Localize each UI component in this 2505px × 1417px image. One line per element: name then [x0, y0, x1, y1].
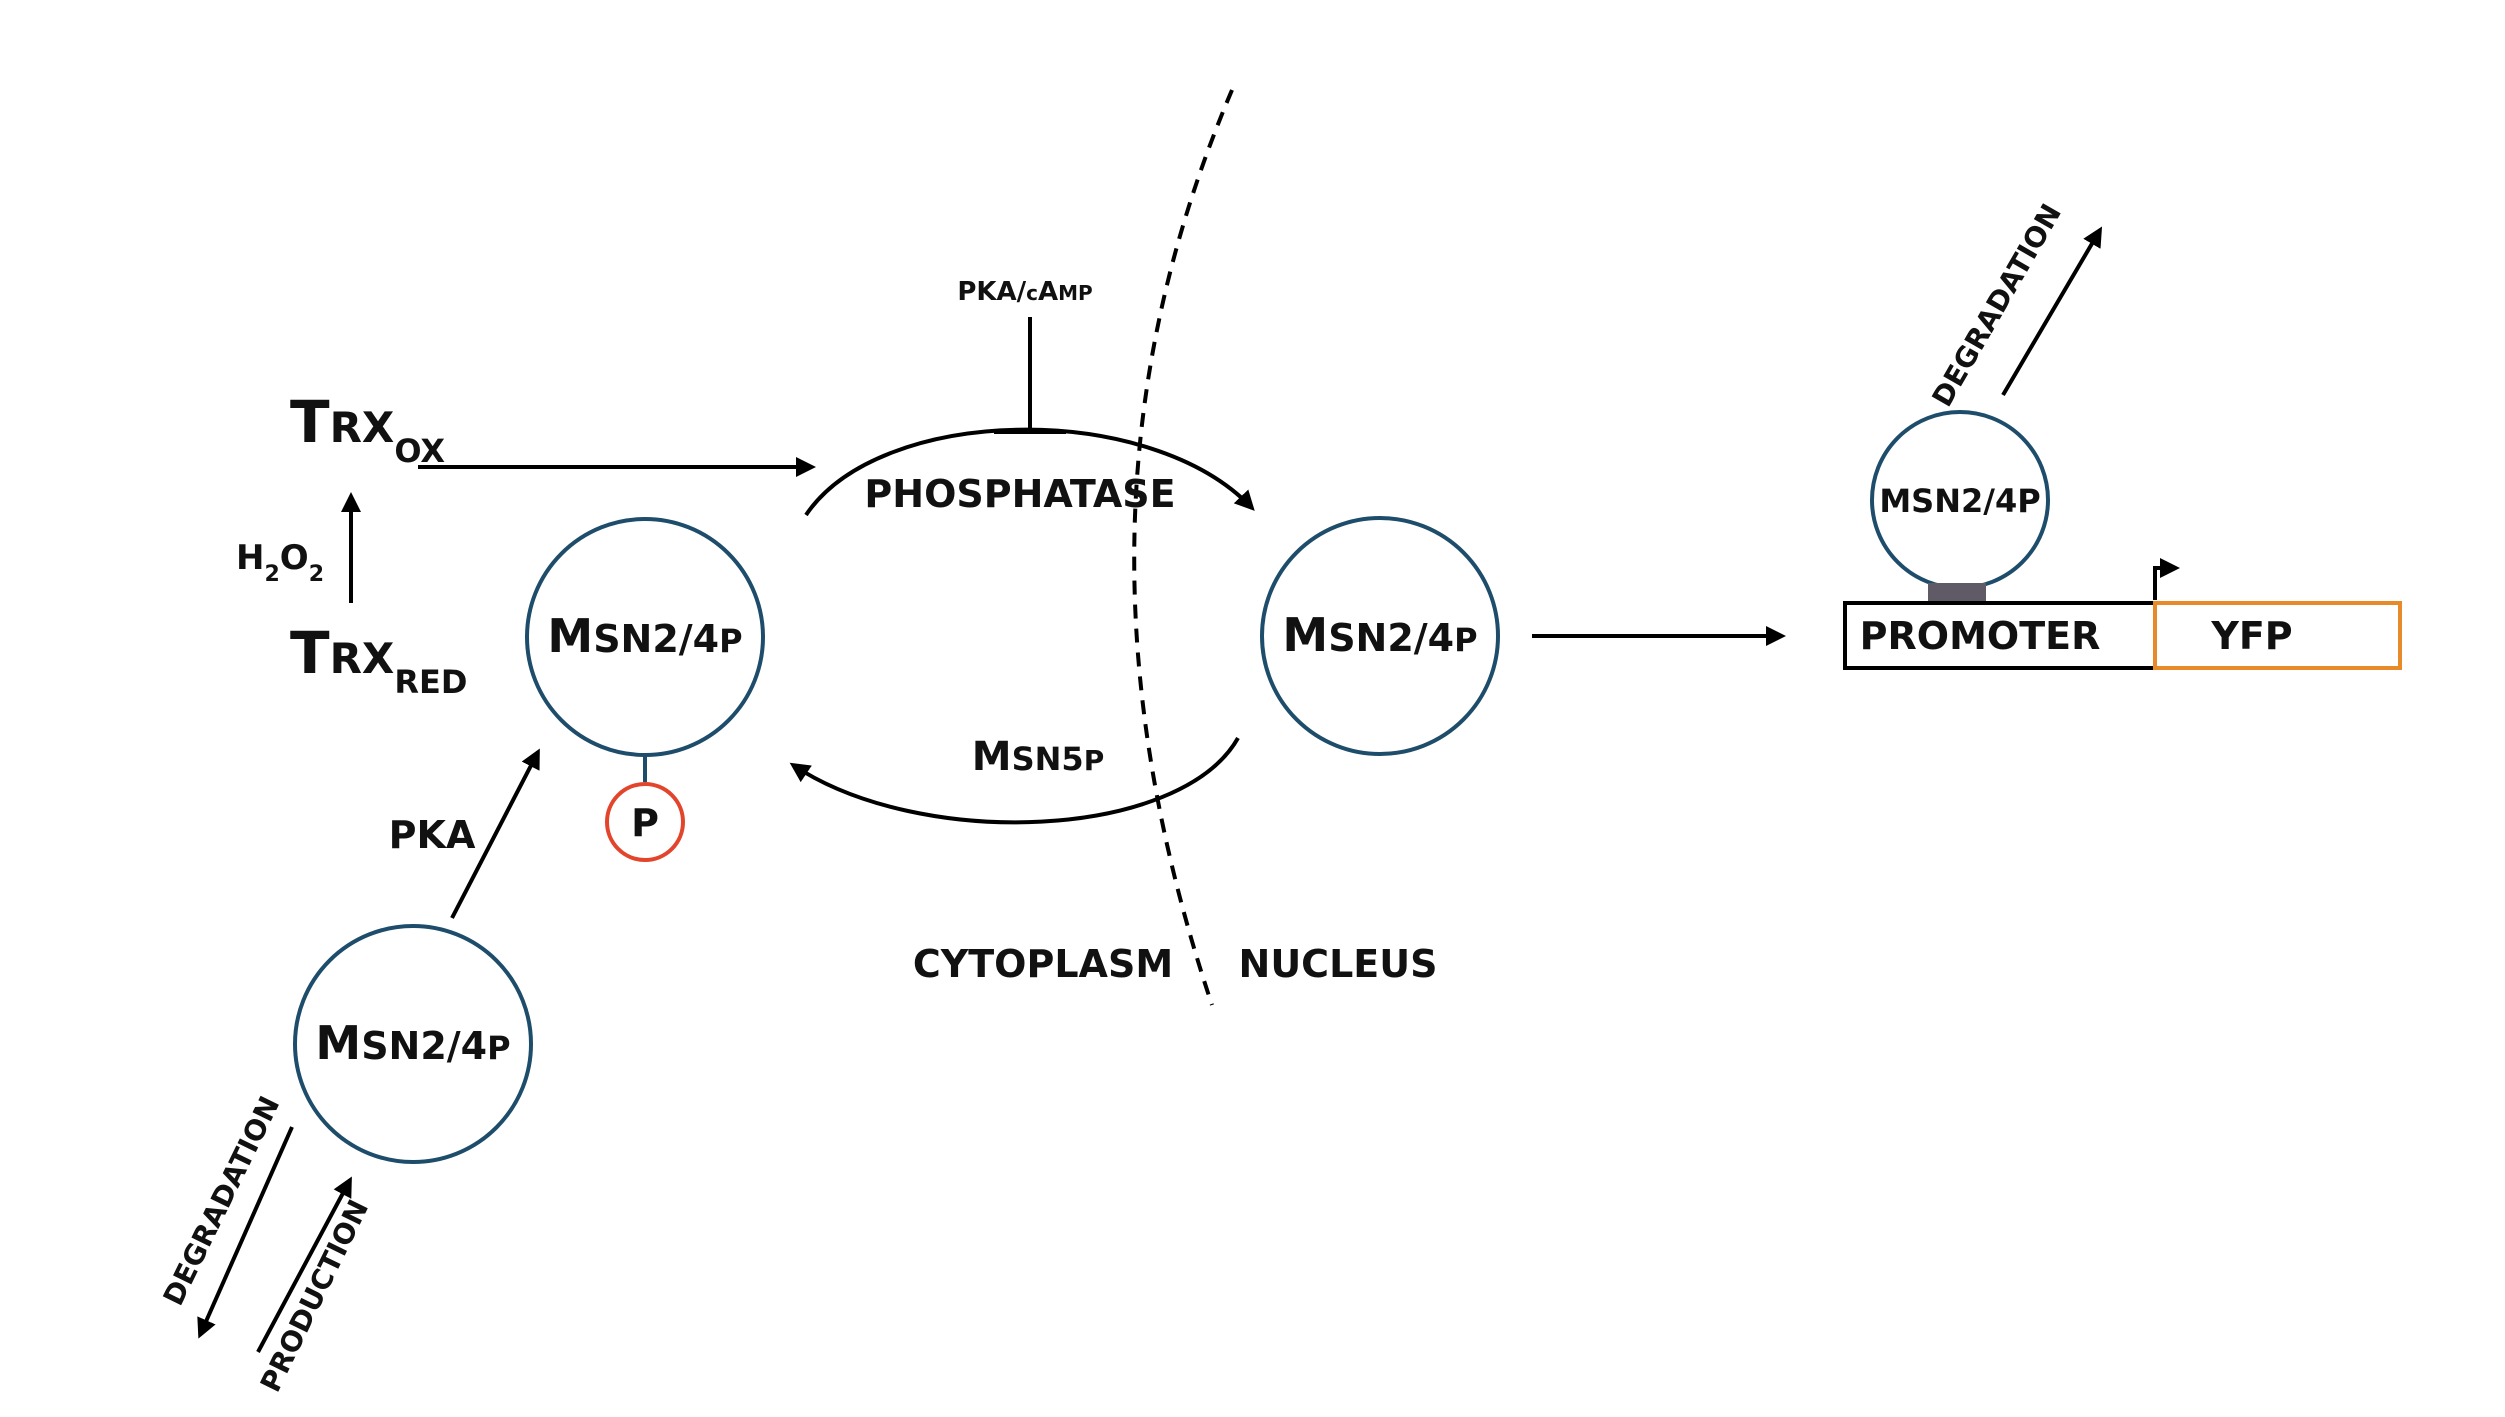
phospho-badge-label: P [631, 801, 659, 845]
phosphatase-label: PHOSPHATASE [864, 472, 1175, 516]
cytoplasm-label: CYTOPLASM [913, 942, 1173, 986]
msn5p-label: MSN5P [972, 734, 1104, 780]
pka-camp-label: PKA/cAMP [957, 277, 1092, 307]
phosphatase-import-arrow [804, 427, 1255, 517]
msn-nucleus-node [1260, 516, 1500, 756]
h2o2-label: H2O2 [236, 538, 324, 587]
nuclear-membrane [1132, 89, 1234, 1006]
pka-phosphorylation-arrow [450, 748, 540, 919]
msn-produced-node [293, 924, 533, 1164]
msn-nucleus-label: MSN2/4P [1282, 608, 1477, 662]
trx-ox-label: TRXOX [290, 388, 445, 470]
yfp-box [2153, 601, 2402, 670]
degradation-arrow-bottom [197, 1126, 294, 1339]
nucleus-label: NUCLEUS [1239, 942, 1438, 986]
pka-label: PKA [389, 813, 476, 857]
production-label: PRODUCTION [254, 1195, 375, 1397]
msn-cytoplasm-phosphorylated-label: MSN2/4P [547, 609, 742, 663]
promoter-box [1843, 601, 2157, 670]
promoter-label: PROMOTER [1860, 614, 2101, 658]
production-arrow [256, 1176, 352, 1353]
phospho-badge [605, 782, 685, 862]
yfp-label: YFP [2210, 614, 2292, 658]
degradation-label-top: DEGRADATION [1925, 198, 2068, 412]
degradation-arrow-top [2001, 226, 2103, 397]
msn5p-export-arrow [789, 737, 1240, 825]
degradation-label-bottom: DEGRADATION [157, 1091, 287, 1310]
trx-red-label: TRXRED [290, 619, 467, 701]
msn-produced-label: MSN2/4P [315, 1016, 510, 1070]
transcription-start-arrow [2153, 558, 2180, 600]
msn-promoter-bound-label: MSN2/4P [1879, 482, 2040, 520]
